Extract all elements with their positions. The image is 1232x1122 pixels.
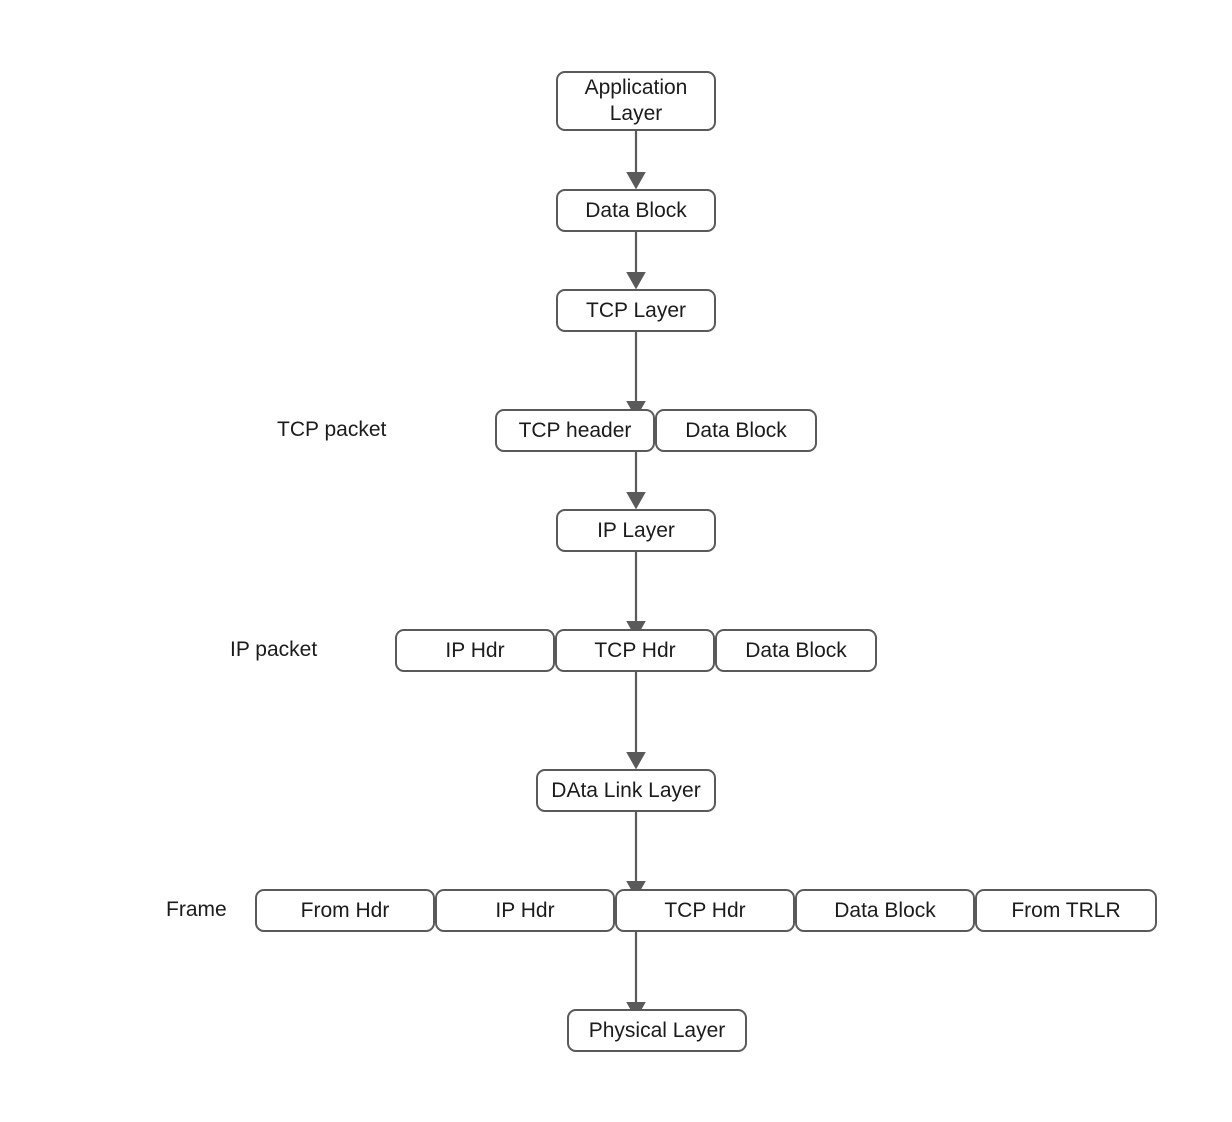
label-ip-packet: IP packet (230, 638, 318, 661)
frame-cell-tcp-hdr[interactable]: TCP Hdr (615, 889, 795, 932)
frame-cell-from-hdr[interactable]: From Hdr (255, 889, 435, 932)
packet-cell-tcp-header[interactable]: TCP header (495, 409, 655, 452)
packet-row-frame: From Hdr IP Hdr TCP Hdr Data Block From … (255, 889, 1157, 932)
packet-row-ip-packet: IP Hdr TCP Hdr Data Block (395, 629, 877, 672)
label-tcp-packet: TCP packet (277, 418, 387, 441)
packet-cell-ip-hdr[interactable]: IP Hdr (395, 629, 555, 672)
node-tcp-layer[interactable]: TCP Layer (556, 289, 716, 332)
node-physical-layer[interactable]: Physical Layer (567, 1009, 747, 1052)
packet-cell-data-block[interactable]: Data Block (715, 629, 877, 672)
node-application-layer[interactable]: Application Layer (556, 71, 716, 131)
node-data-link-layer[interactable]: DAta Link Layer (536, 769, 716, 812)
frame-cell-from-trlr[interactable]: From TRLR (975, 889, 1157, 932)
packet-row-tcp-packet: TCP header Data Block (495, 409, 817, 452)
packet-cell-data-block[interactable]: Data Block (655, 409, 817, 452)
frame-cell-data-block[interactable]: Data Block (795, 889, 975, 932)
frame-cell-ip-hdr[interactable]: IP Hdr (435, 889, 615, 932)
node-ip-layer[interactable]: IP Layer (556, 509, 716, 552)
label-frame: Frame (166, 898, 227, 921)
node-data-block[interactable]: Data Block (556, 189, 716, 232)
packet-cell-tcp-hdr[interactable]: TCP Hdr (555, 629, 715, 672)
